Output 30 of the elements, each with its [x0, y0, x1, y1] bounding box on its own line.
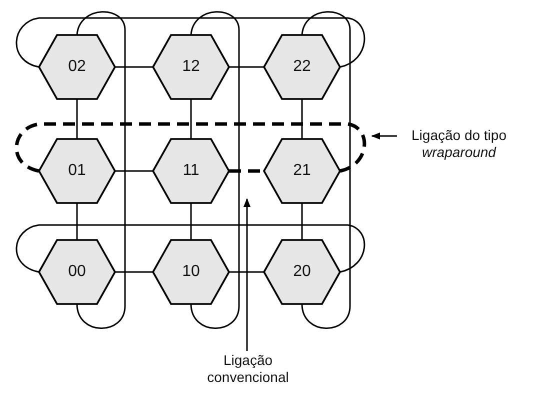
- node-label: 12: [182, 58, 200, 76]
- link-line: [190, 99, 192, 139]
- leader-arrow: [243, 198, 251, 351]
- annotation-text: Ligação do tipo wraparound: [410, 127, 508, 161]
- link-line: [115, 271, 153, 273]
- node-label: 22: [293, 58, 311, 76]
- link-line: [190, 11, 240, 329]
- link-line: [16, 17, 366, 68]
- node-label: 21: [293, 162, 311, 180]
- link-line: [76, 11, 126, 329]
- node-label: 10: [182, 263, 200, 281]
- link-line: [76, 203, 78, 240]
- node-label: 20: [293, 263, 311, 281]
- node-label: 00: [68, 263, 86, 281]
- link-line: [190, 203, 192, 240]
- link-line: [16, 224, 366, 273]
- node-label: 11: [182, 162, 200, 180]
- link-line: [301, 11, 351, 329]
- annotation-text: Ligação convencional: [206, 352, 290, 386]
- link-line: [229, 271, 264, 273]
- link-line: [229, 66, 264, 68]
- link-line: [301, 99, 303, 139]
- link-line: [301, 203, 303, 240]
- node-label: 01: [68, 162, 86, 180]
- dashed-link-line: [14, 122, 366, 173]
- link-line: [115, 170, 153, 172]
- link-line: [76, 99, 78, 139]
- leader-arrow: [371, 132, 397, 140]
- link-line: [115, 66, 153, 68]
- node-label: 02: [68, 58, 86, 76]
